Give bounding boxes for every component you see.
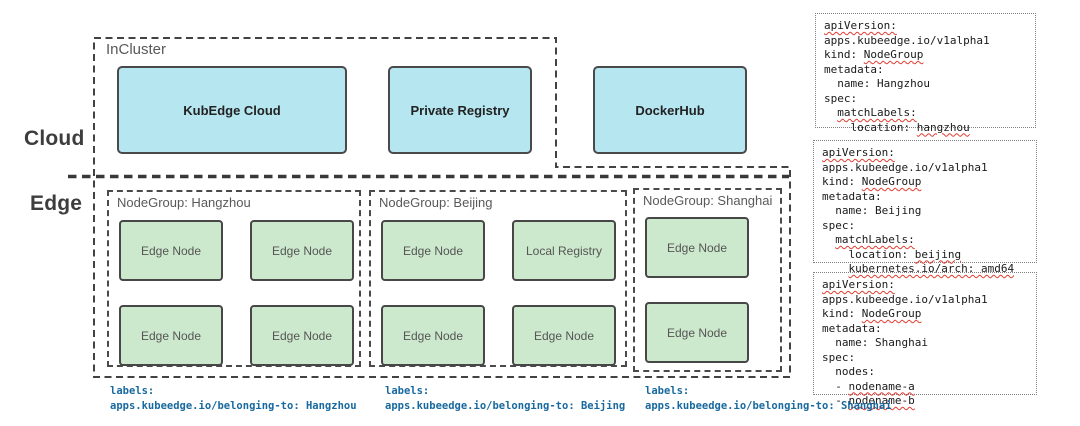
yaml-line: apiVersion: — [822, 146, 1036, 161]
yaml-line: apps.kubeedge.io/v1alpha1 — [824, 34, 1035, 49]
yaml-token-misspelled: apiVersion: — [822, 146, 895, 159]
yaml-token-misspelled: apiVersion: — [824, 19, 897, 32]
yaml-token — [824, 106, 837, 119]
yaml-token-misspelled: hangzhou — [916, 120, 970, 134]
yaml-token: apps.kubeedge.io/v1alpha1 — [824, 33, 990, 47]
yaml-token: name: Beijing — [822, 204, 922, 217]
edge-node-box: Edge Node — [512, 305, 616, 366]
yaml-token: kind: — [824, 48, 864, 61]
yaml-token: apps.kubeedge.io/v1alpha1 — [822, 160, 988, 174]
yaml-line: matchLabels: — [822, 233, 1036, 248]
yaml-token-misspelled: matchLabels: — [837, 106, 917, 119]
yaml-line: matchLabels: — [824, 106, 1035, 121]
edge-node-box: Edge Node — [645, 302, 749, 363]
yaml-token-misspelled: kubernetes.io/arch: amd64 — [848, 262, 1015, 275]
yaml-token-misspelled: matchLabels: — [835, 233, 915, 246]
nodegroup-title: NodeGroup: Shanghai — [643, 193, 773, 208]
yaml-token: kind: — [822, 307, 862, 320]
yaml-token-misspelled: nodename-b — [848, 394, 915, 407]
edge-node-box: Edge Node — [250, 220, 354, 281]
yaml-token-misspelled: apiVersion: — [822, 278, 895, 291]
yaml-token: location: — [824, 120, 917, 134]
yaml-line: location: hangzhou — [824, 121, 1035, 136]
yaml-line: - nodename-a — [822, 380, 1036, 395]
edge-region-label: Edge — [30, 192, 83, 215]
yaml-token-misspelled: NodeGroup — [861, 307, 922, 320]
yaml-line: apps.kubeedge.io/v1alpha1 — [822, 293, 1036, 308]
yaml-line: name: Shanghai — [822, 336, 1036, 351]
yaml-token-misspelled: nodename-a — [848, 379, 915, 393]
nodegroup-title: NodeGroup: Beijing — [379, 195, 493, 210]
yaml-token-misspelled: NodeGroup — [863, 48, 924, 61]
edge-node-box: Edge Node — [119, 305, 223, 366]
yaml-token: location: — [822, 247, 915, 261]
belonging-to-value: apps.kubeedge.io/belonging-to: Hangzhou — [110, 400, 357, 412]
yaml-token: kind: — [822, 175, 862, 188]
local-registry-box: Local Registry — [512, 220, 616, 281]
yaml-token: apps.kubeedge.io/v1alpha1 — [822, 292, 988, 306]
nodegroup-title: NodeGroup: Hangzhou — [117, 195, 251, 210]
yaml-line: kind: NodeGroup — [822, 175, 1036, 190]
yaml-line: - nodename-b — [822, 394, 1036, 409]
yaml-token: - — [822, 379, 849, 393]
yaml-line: apiVersion: — [824, 19, 1035, 34]
yaml-line: name: Beijing — [822, 204, 1036, 219]
yaml-line: kind: NodeGroup — [824, 48, 1035, 63]
yaml-line: location: beijing — [822, 248, 1036, 263]
yaml-token: spec: — [822, 350, 856, 364]
belonging-to-value: apps.kubeedge.io/belonging-to: Beijing — [385, 400, 626, 412]
yaml-token — [822, 233, 835, 246]
yaml-line: spec: — [822, 351, 1036, 366]
yaml-line: spec: — [824, 92, 1035, 107]
yaml-token: spec: — [824, 91, 858, 105]
yaml-line: spec: — [822, 219, 1036, 234]
yaml-line: metadata: — [822, 190, 1036, 205]
yaml-token: name: Hangzhou — [824, 77, 930, 90]
yaml-token: metadata: — [822, 189, 882, 203]
yaml-line: metadata: — [824, 63, 1035, 78]
incluster-label: InCluster — [106, 41, 167, 58]
cloud-region-label: Cloud — [24, 127, 85, 150]
belonging-to-label-1: labels: apps.kubeedge.io/belonging-to: Be… — [385, 384, 625, 414]
yaml-token: - — [822, 394, 849, 407]
yaml-line: metadata: — [822, 322, 1036, 337]
edge-node-box: Edge Node — [119, 220, 223, 281]
dockerhub-box: DockerHub — [593, 66, 747, 154]
labels-keyword: labels: — [645, 385, 690, 397]
belonging-to-label-0: labels: apps.kubeedge.io/belonging-to: Ha… — [110, 384, 357, 414]
yaml-token: metadata: — [822, 321, 882, 335]
kubedge-cloud-box: KubEdge Cloud — [117, 66, 347, 154]
yaml-line: apps.kubeedge.io/v1alpha1 — [822, 161, 1036, 176]
yaml-token: metadata: — [824, 62, 884, 76]
yaml-line: nodes: — [822, 365, 1036, 380]
yaml-token: name: Shanghai — [822, 336, 928, 349]
edge-node-box: Edge Node — [381, 220, 485, 281]
yaml-line: kubernetes.io/arch: amd64 — [822, 262, 1036, 277]
edge-node-box: Edge Node — [381, 305, 485, 366]
labels-keyword: labels: — [110, 385, 155, 397]
yaml-token-misspelled: beijing — [914, 247, 962, 261]
belonging-to-value: apps.kubeedge.io/belonging-to: Shanghai — [645, 400, 892, 412]
edge-node-box: Edge Node — [645, 217, 749, 278]
belonging-to-label-2: labels: apps.kubeedge.io/belonging-to: Sh… — [645, 384, 892, 414]
yaml-line: name: Hangzhou — [824, 77, 1035, 92]
edge-node-box: Edge Node — [250, 305, 354, 366]
yaml-token: nodes: — [822, 365, 875, 378]
yaml-token-misspelled: NodeGroup — [861, 175, 922, 188]
yaml-token: spec: — [822, 218, 856, 232]
yaml-line: kind: NodeGroup — [822, 307, 1036, 322]
labels-keyword: labels: — [385, 385, 430, 397]
yaml-line: apiVersion: — [822, 278, 1036, 293]
private-registry-box: Private Registry — [388, 66, 532, 154]
